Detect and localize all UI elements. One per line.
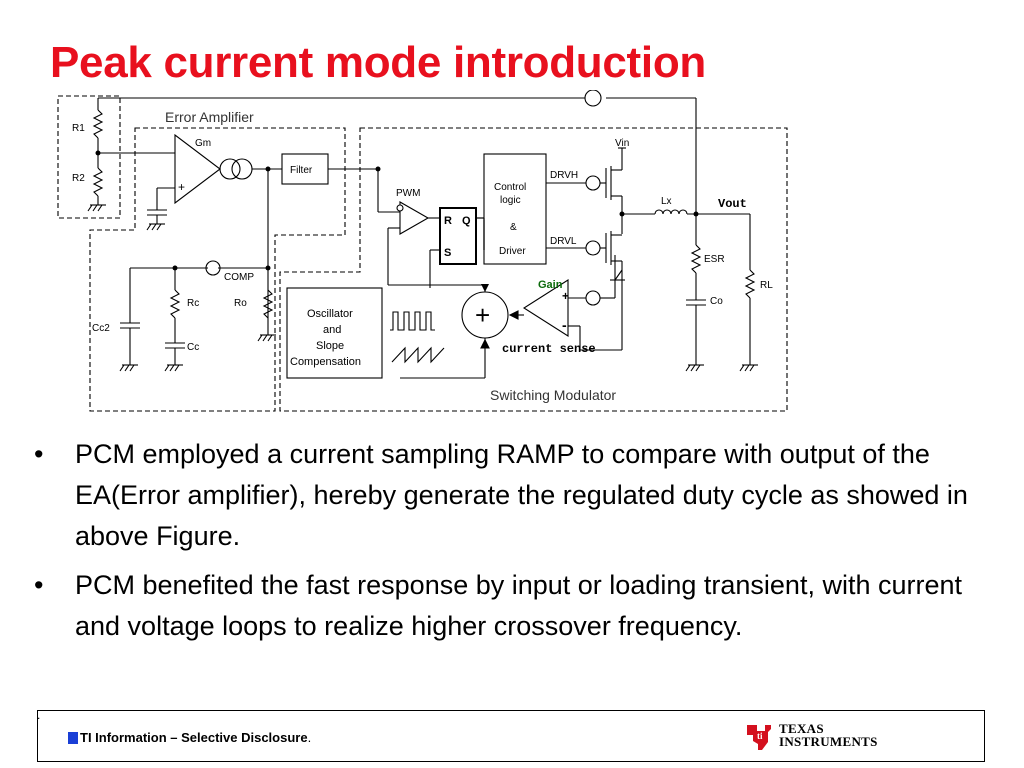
disclosure-tail: . [307,730,312,745]
disclosure-text: TI Information – Selective Disclosure. [80,730,311,745]
label-r2: R2 [72,173,85,184]
label-vout: Vout [718,197,747,211]
label-osc-2: and [323,324,341,336]
label-control-logic-1: Control [494,182,526,193]
slide-title: Peak current mode introduction [50,38,706,87]
label-ro: Ro [234,298,247,309]
label-lx: Lx [661,196,672,207]
logo-line-texas: TEXAS [779,721,824,736]
label-rl: RL [760,280,773,291]
bullet-item: • PCM benefited the fast response by inp… [30,565,980,647]
resistor-divider-box [57,95,121,219]
slide-footer: TI Information – Selective Disclosure. t… [37,710,985,762]
label-osc-1: Oscillator [307,308,353,320]
label-switching-modulator: Switching Modulator [490,387,616,403]
label-gm: Gm [195,138,211,149]
logo-line-instruments: INSTRUMENTS [779,734,878,749]
label-r: R [444,215,452,227]
label-control-logic-2: logic [500,195,521,206]
label-comp: COMP [224,272,254,283]
label-amp-plus: + [562,289,569,303]
bullet-text: PCM benefited the fast response by input… [75,570,962,641]
label-cc: Cc [187,342,199,353]
label-drvl: DRVL [550,236,577,247]
label-r1: R1 [72,123,85,134]
bullet-text: PCM employed a current sampling RAMP to … [75,439,968,551]
label-control-logic-3: & [510,222,517,233]
label-s: S [444,247,451,259]
bullet-item: • PCM employed a current sampling RAMP t… [30,434,980,557]
circuit-diagram: Error Amplifier Switching Modulator R1 R… [57,90,788,412]
label-gain: Gain [538,279,563,291]
label-drvh: DRVH [550,170,578,181]
label-summer-plus: + [475,300,490,330]
bullet-list: • PCM employed a current sampling RAMP t… [30,434,980,655]
switching-modulator-box [279,127,788,412]
blue-marker-icon [68,732,78,744]
bullet-symbol: • [34,439,44,469]
stray-dot: . [37,708,41,722]
label-co: Co [710,296,723,307]
label-amp-minus: - [562,317,567,333]
label-cc2: Cc2 [92,323,110,334]
logo-wordmark: TEXAS INSTRUMENTS [779,722,878,748]
label-plus: + [178,180,185,194]
texas-instruments-logo-icon: ti [747,725,771,750]
disclosure-bold: TI Information – Selective Disclosure [80,730,308,745]
label-pwm: PWM [396,188,420,199]
label-control-logic-4: Driver [499,246,526,257]
label-current-sense: current sense [502,342,596,356]
label-osc-4: Compensation [290,356,361,368]
label-q: Q [462,215,471,227]
label-esr: ESR [704,254,725,265]
label-osc-3: Slope [316,340,344,352]
label-vin: Vin [615,138,629,149]
bullet-symbol: • [34,570,44,600]
label-filter: Filter [290,165,313,176]
label-error-amplifier: Error Amplifier [165,109,254,125]
svg-text:ti: ti [757,731,763,741]
error-amplifier-box [89,127,346,412]
label-rc: Rc [187,298,199,309]
